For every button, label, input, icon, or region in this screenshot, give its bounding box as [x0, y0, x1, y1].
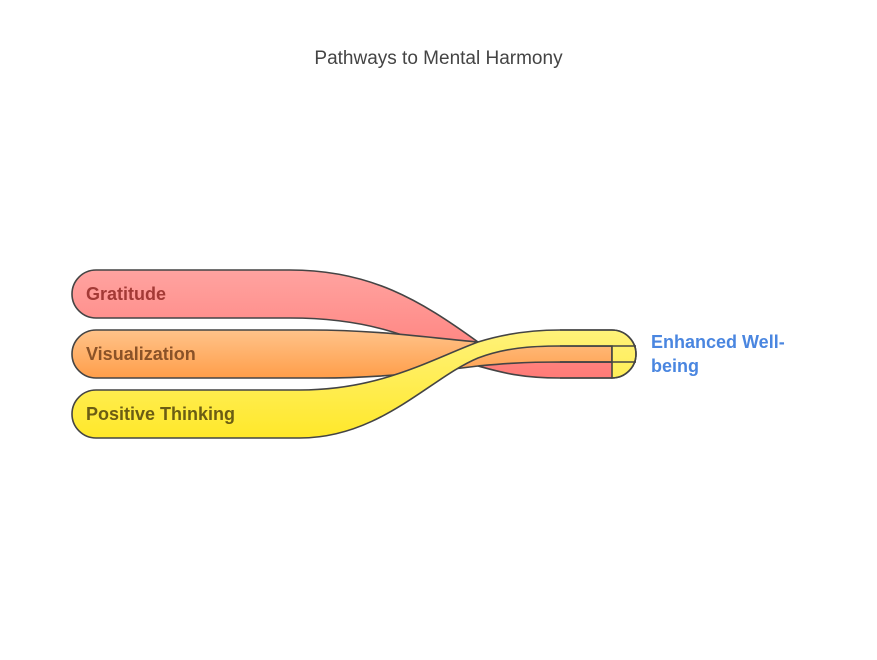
visualization-label: Visualization	[86, 344, 196, 364]
diagram-title: Pathways to Mental Harmony	[314, 48, 563, 69]
outcome-label: Enhanced Well-being	[651, 332, 785, 376]
gratitude-label: Gratitude	[86, 284, 166, 304]
positive-thinking-label: Positive Thinking	[86, 404, 235, 424]
outcome-cap-outline	[560, 329, 637, 379]
